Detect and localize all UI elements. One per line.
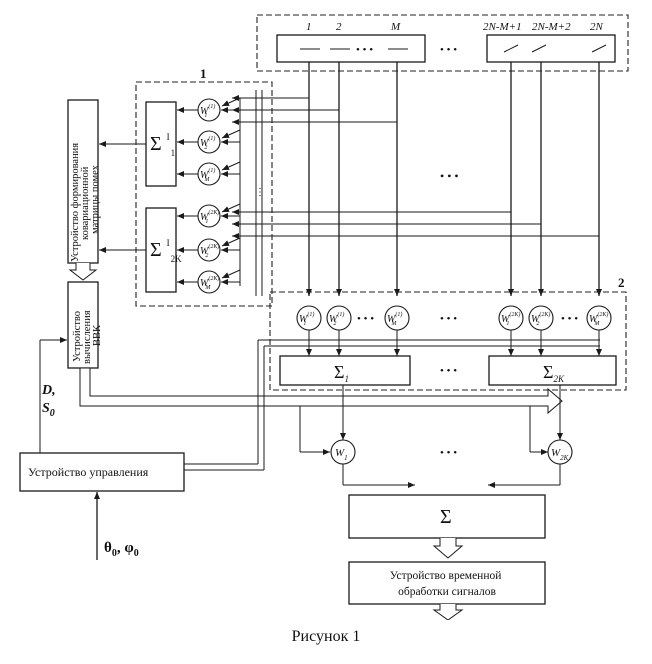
output-weight-w1: W1 [330, 439, 356, 465]
svg-text:W(2K)2: W(2K)2 [200, 243, 219, 259]
svg-text:W(2K)M: W(2K)M [200, 275, 219, 291]
antenna-elements-group2 [503, 44, 607, 53]
antenna-label-2n: 2N [590, 21, 604, 33]
vvk-device-label: Устройство вычисления ВВК [72, 308, 103, 364]
temporal-device-label: Устройство временной обработки сигналов [390, 570, 505, 598]
vvk-device: Устройство вычисления ВВК [67, 281, 103, 369]
svg-text:W(1)2: W(1)2 [329, 311, 344, 327]
block-1-weight-w2-1: W(1)2 [197, 130, 221, 154]
antenna-label-2: 2 [336, 21, 342, 33]
svg-text:W(1)1: W(1)1 [299, 311, 314, 327]
block-1-weight-w1-2k: W(2K)1 [197, 204, 221, 228]
signal-wires: • • • [232, 62, 602, 296]
block-2-weight-wm-2k: W(2K)M [586, 305, 612, 331]
d-label: D, [41, 383, 56, 398]
block-1-sum-top: Σ I 1 [150, 123, 175, 158]
block-diagram: • • • • • • 1 2 M 2N-M+1 2N-M+2 2N • • •… [19, 14, 629, 620]
vvk-output-arrow [79, 367, 563, 415]
block-2-sums-ellipsis: • • • [440, 365, 457, 377]
final-sum: Σ [348, 494, 546, 559]
block-1-weight-w2-2k: W(2K)2 [197, 238, 221, 262]
block-2-sum-2k: Σ2K [543, 362, 565, 384]
block-2-number: 2 [618, 275, 625, 290]
antenna-label-m: M [390, 21, 401, 33]
output-weights-ellipsis: • • • [440, 447, 457, 459]
final-sum-symbol: Σ [440, 506, 452, 528]
block-2-weights-ellipsis-2: • • • [440, 313, 457, 325]
antenna-label-2n-m-1: 2N-M+1 [483, 21, 522, 33]
svg-text:W(1)1: W(1)1 [200, 103, 215, 119]
svg-text:W1: W1 [335, 447, 348, 462]
block-2-weight-w1-2k: W(2K)1 [498, 305, 524, 331]
block-2-weight-w1-1: W(1)1 [296, 305, 322, 331]
block-2-weights-ellipsis-1: • • • [357, 313, 374, 325]
antenna-label-1: 1 [306, 21, 312, 33]
antenna-ellipsis-group1: • • • [356, 44, 373, 56]
svg-text:W(2K)M: W(2K)M [589, 311, 608, 327]
svg-text:W(1)2: W(1)2 [200, 135, 215, 151]
block-1-weight-w1-1: W(1)1 [197, 98, 221, 122]
wires-ellipsis-right: • • • [440, 169, 459, 183]
s0-label: S0 [42, 401, 55, 419]
figure-caption: Рисунок 1 [291, 628, 361, 645]
svg-text:W(1)M: W(1)M [200, 167, 215, 183]
antenna-ellipsis-between: • • • [440, 44, 457, 56]
svg-text:W2K: W2K [551, 447, 569, 462]
block-1-vertical-dots: ⋮ [255, 187, 265, 198]
block-1-weight-wm-1: W(1)M [197, 162, 221, 186]
covariance-matrix-device: Устройство формирования ковариационной м… [67, 99, 146, 281]
block-2-sum-1: Σ1 [334, 362, 349, 384]
output-weight-w2k: W2K [547, 439, 573, 465]
svg-text:W(2K)1: W(2K)1 [200, 209, 219, 225]
block-2-weight-w2-2k: W(2K)2 [528, 305, 554, 331]
block-2-weight-w2-1: W(1)2 [326, 305, 352, 331]
svg-text:W(2K)2: W(2K)2 [531, 311, 550, 327]
block-1-weight-wm-2k: W(2K)M [197, 270, 221, 294]
block-2: 2 W(1)1 W(1)2 W(1)M W(2K)1 W(2K)2 W(2K)M… [269, 275, 627, 391]
temporal-processing-device: Устройство временной обработки сигналов [348, 561, 546, 620]
covariance-device-label: Устройство формирования ковариационной м… [70, 140, 101, 262]
control-device: Устройство управления [19, 337, 600, 492]
svg-text:W(2K)1: W(2K)1 [501, 311, 520, 327]
antenna-label-2n-m-2: 2N-M+2 [532, 21, 571, 33]
output-weights: W1 W2K • • • [299, 385, 573, 488]
block-1-sum-bottom: Σ I 2K [150, 229, 182, 264]
control-device-label: Устройство управления [28, 465, 149, 479]
block-1-number: 1 [200, 66, 207, 81]
block-1: 1 Σ I 1 Σ I 2K W(1)1 W(1)2 W(1)M [135, 66, 273, 307]
block-2-weight-wm-1: W(1)M [384, 305, 410, 331]
block-2-weights-ellipsis-3: • • • [561, 313, 578, 325]
theta-phi-label: θ0, φ0 [104, 540, 139, 559]
svg-text:W(1)M: W(1)M [387, 311, 402, 327]
antenna-array: • • • • • • 1 2 M 2N-M+1 2N-M+2 2N [256, 14, 629, 72]
